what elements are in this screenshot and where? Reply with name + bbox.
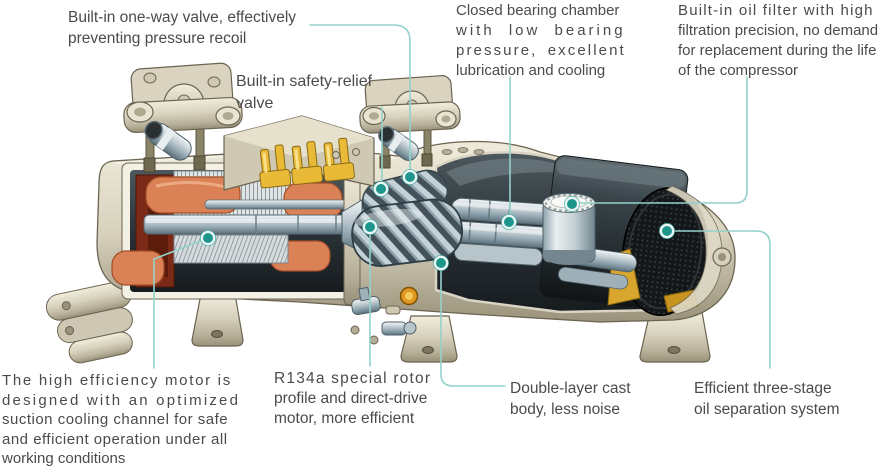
callout-dot-safety-valve — [373, 181, 389, 197]
label-high-efficiency-motor: The high efficiency motor is designed wi… — [2, 371, 240, 469]
one-way-valve-assembly — [123, 62, 243, 173]
label-line: oil separation system — [694, 401, 840, 418]
label-line: lubrication and cooling — [456, 62, 606, 79]
bearing-assembly — [445, 197, 555, 266]
callout-dot-oil-separation — [659, 223, 675, 239]
callout-line-double-layer — [440, 269, 506, 387]
label-line: Efficient three-stage — [694, 380, 832, 397]
label-line: and efficient operation under all — [2, 430, 228, 448]
callout-dot-bearing-chamber — [501, 214, 517, 230]
label-oil-filter: Built-in oil filter with high filtration… — [678, 1, 878, 81]
label-line: working conditions — [2, 450, 126, 467]
label-line: The high efficiency motor is — [2, 372, 232, 389]
label-line: Built-in oil filter with high — [678, 2, 874, 19]
callout-line-motor — [153, 237, 209, 369]
label-double-layer-body: Double-layer cast body, less noise — [510, 378, 631, 420]
callout-dot-one-way-valve — [402, 169, 418, 185]
label-line: pressure, excellent — [456, 42, 626, 59]
callout-dot-rotor — [362, 219, 378, 235]
label-line: designed with an optimized — [2, 391, 241, 409]
label-line: suction cooling channel for safe — [2, 411, 229, 428]
label-closed-bearing-chamber: Closed bearing chamber with low bearing … — [456, 1, 626, 81]
service-fittings — [350, 286, 419, 345]
label-line: profile and direct-drive — [274, 390, 428, 407]
motor-rotor — [173, 234, 289, 264]
callout-line-oil-separation — [673, 230, 771, 369]
label-line: valve — [236, 95, 274, 112]
label-rotor-profile: R134a special rotor profile and direct-d… — [274, 369, 431, 429]
motor-chamber — [111, 162, 461, 300]
label-line: Closed bearing chamber — [456, 2, 620, 19]
callout-lines — [153, 24, 771, 387]
suction-connection — [45, 281, 133, 364]
label-line: Built-in one-way valve, effectively — [68, 9, 297, 26]
label-line: filtration precision, no demand — [678, 22, 879, 39]
label-line: R134a special rotor — [274, 370, 432, 387]
label-line: with low bearing — [456, 22, 626, 39]
label-safety-relief-valve: Built-in safety-relief valve — [236, 71, 372, 115]
end-cap — [665, 185, 723, 315]
callout-dot-oil-filter — [564, 196, 580, 212]
label-line: motor, more efficient — [274, 410, 415, 427]
callout-line-oil-filter — [579, 76, 748, 204]
terminal-clamps — [259, 137, 355, 189]
label-line: for replacement during the life — [678, 42, 877, 59]
safety-relief-valve-assembly — [359, 75, 461, 169]
callout-dot-motor — [200, 230, 216, 246]
callout-dot-double-layer — [433, 255, 449, 271]
label-line: Double-layer cast — [510, 380, 631, 397]
compressor-body — [45, 62, 736, 364]
label-one-way-valve: Built-in one-way valve, effectively prev… — [68, 7, 296, 49]
callout-dots — [200, 169, 675, 271]
label-oil-separation: Efficient three-stage oil separation sys… — [694, 378, 840, 420]
label-line: of the compressor — [678, 62, 799, 79]
label-line: preventing pressure recoil — [68, 30, 247, 47]
label-line: body, less noise — [510, 401, 620, 418]
callout-line-one-way-valve — [309, 24, 411, 171]
label-line: Built-in safety-relief — [236, 73, 373, 90]
